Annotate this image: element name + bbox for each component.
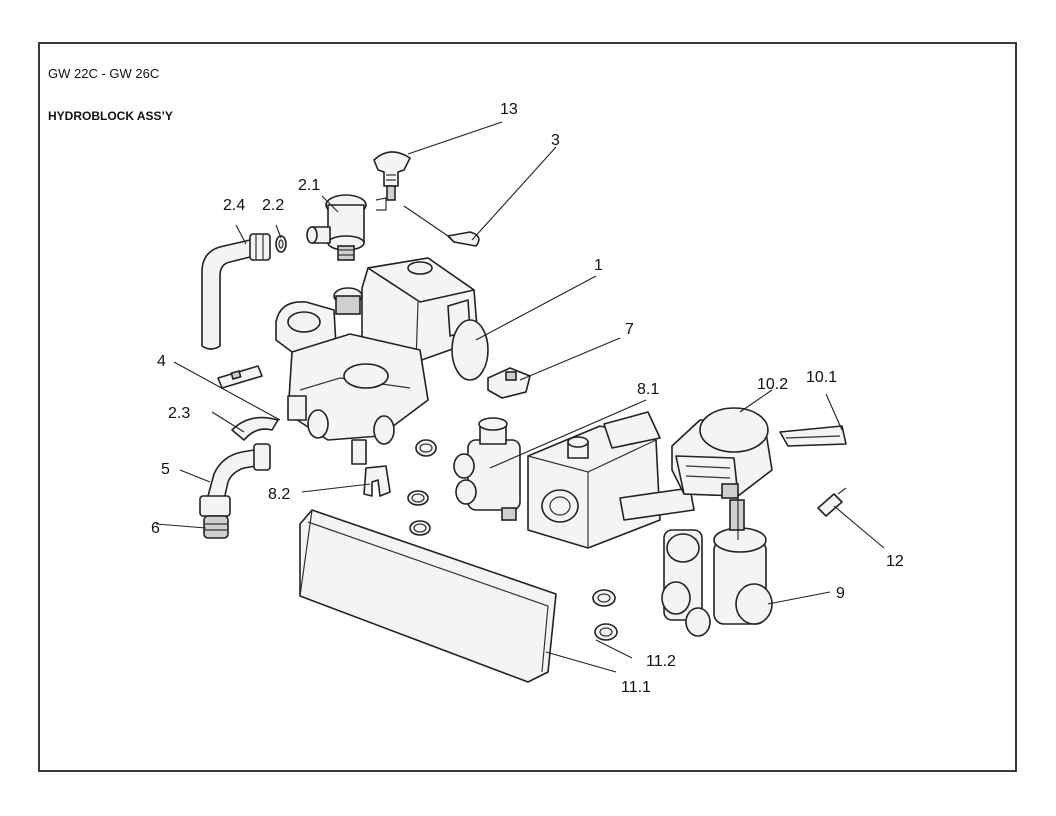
callout-2-4: 2.4 <box>223 197 245 214</box>
part-12-sensor <box>817 487 847 517</box>
callout-5: 5 <box>161 461 170 478</box>
callout-2-2: 2.2 <box>262 197 284 214</box>
callout-6: 6 <box>151 520 160 537</box>
part-11-2-gaskets <box>592 589 618 641</box>
diagram-frame <box>38 42 1017 772</box>
part-8-1-valve <box>453 417 521 521</box>
callout-3: 3 <box>551 132 560 149</box>
callout-13: 13 <box>500 101 518 118</box>
part-6-fitting <box>199 495 231 539</box>
callout-2-1: 2.1 <box>298 177 320 194</box>
callout-9: 9 <box>836 585 845 602</box>
control-block <box>527 411 695 549</box>
callout-8-2: 8.2 <box>268 486 290 503</box>
callout-12: 12 <box>886 553 904 570</box>
leader-lines <box>155 121 885 673</box>
callout-4: 4 <box>157 353 166 370</box>
callout-2-3: 2.3 <box>168 405 190 422</box>
part-4-clip <box>217 365 263 389</box>
part-2-3-clip <box>231 416 279 441</box>
callout-1: 1 <box>594 257 603 274</box>
model-title: GW 22C - GW 26C <box>48 66 160 81</box>
part-2-2-washer <box>275 235 287 253</box>
part-13-cap <box>373 151 411 201</box>
part-8-2-clip <box>363 465 391 497</box>
part-2-1-air-vent <box>306 194 387 261</box>
callout-11-1: 11.1 <box>621 679 651 696</box>
part-11-1-heat-exchanger <box>299 509 557 683</box>
part-7-switch <box>487 367 531 399</box>
o-rings <box>407 439 437 536</box>
part-10-2-actuator <box>671 407 773 499</box>
callout-11-2: 11.2 <box>646 653 676 670</box>
hydroblock-body <box>275 301 429 465</box>
callout-10-1: 10.1 <box>806 369 837 386</box>
assembly-title: HYDROBLOCK ASS’Y <box>48 109 173 123</box>
callout-8-1: 8.1 <box>637 381 659 398</box>
callout-labels: 13 3 2.1 2.4 2.2 1 7 4 8.1 10.2 10.1 2.3… <box>151 101 904 696</box>
part-1-pump-motor <box>333 257 489 381</box>
part-2-4-pipe <box>201 233 271 350</box>
part-3-clip <box>447 231 480 247</box>
part-10-1-clip <box>779 425 847 447</box>
callout-7: 7 <box>625 321 634 338</box>
part-5-flex-pipe <box>207 443 271 501</box>
callout-10-2: 10.2 <box>757 376 788 393</box>
part-9-diverter <box>661 499 773 637</box>
